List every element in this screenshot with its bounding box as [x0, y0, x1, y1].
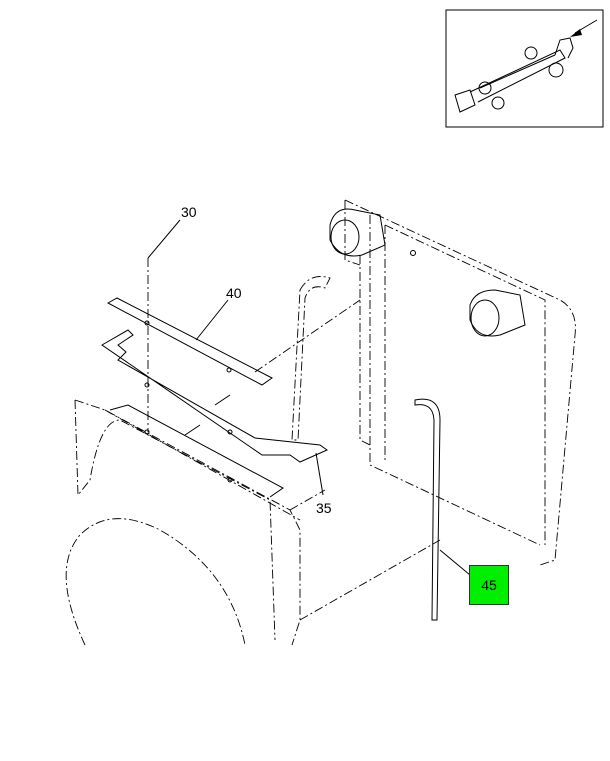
seal-strip-upper	[291, 276, 331, 441]
leader-35	[315, 452, 324, 496]
callout-35[interactable]: 35	[316, 500, 332, 516]
gasket-35	[101, 329, 329, 463]
callout-45-highlighted[interactable]: 45	[469, 565, 509, 605]
callout-40[interactable]: 40	[226, 285, 242, 301]
radiator-frame	[329, 199, 576, 566]
callout-45-label: 45	[481, 577, 497, 593]
seal-strip-45	[414, 398, 441, 621]
outlet-neck	[469, 289, 526, 337]
locator-inset	[445, 9, 604, 128]
gasket-40	[106, 297, 273, 386]
leader-45	[439, 549, 471, 576]
leader-30	[147, 219, 181, 259]
leader-40	[195, 299, 229, 341]
fan-shroud	[65, 399, 441, 646]
truck-chassis-locator-icon	[454, 19, 598, 113]
upper-tank-inlet	[329, 208, 386, 257]
callout-30[interactable]: 30	[181, 204, 197, 220]
